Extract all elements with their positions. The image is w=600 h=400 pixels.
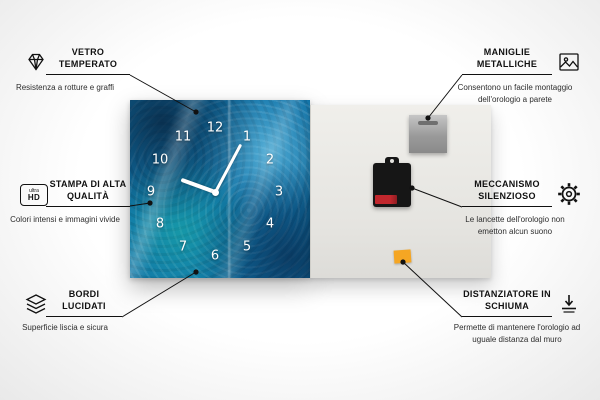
callout-title-vetro-temperato: VETRO TEMPERATO [46, 46, 130, 76]
callout-title-meccanismo-silenzioso: MECCANISMO SILENZIOSO [462, 178, 552, 208]
clock-hands-cap [211, 188, 219, 196]
callout-desc-bordi-lucidati: Superficie liscia e sicura [22, 323, 108, 332]
clock-number: 10 [151, 152, 169, 168]
clock-number: 11 [174, 129, 192, 145]
hanger-slot [418, 121, 438, 125]
clock-number: 9 [146, 184, 156, 200]
callout-desc-maniglie-metalliche: Consentono un facile montaggio dell'orol… [457, 83, 573, 104]
callout-title-stampa-alta-qualita: STAMPA DI ALTA QUALITÀ [46, 178, 130, 208]
callout-desc-stampa-alta-qualita: Colori intensi e immagini vivide [10, 215, 120, 224]
layers-icon [24, 292, 48, 321]
clock-number: 3 [274, 184, 284, 200]
ultra-hd-icon-text-bottom: HD [27, 192, 41, 202]
callout-title-maniglie-metalliche: MANIGLIE METALLICHE [462, 46, 552, 76]
callout-title-bordi-lucidati: BORDI LUCIDATI [46, 288, 122, 318]
clock-number: 1 [242, 129, 252, 145]
callout-desc-distanziatore-schiuma: Permette di mantenere l'orologio ad ugua… [453, 323, 581, 344]
clock-number: 8 [155, 216, 165, 232]
clock-front-panel: 12 1 2 3 4 5 6 7 8 9 10 11 [130, 100, 310, 278]
callout-desc-vetro-temperato: Resistenza a rotture e graffi [15, 83, 115, 92]
ultra-hd-icon-text-top: ultra [29, 187, 39, 194]
picture-frame-icon [557, 50, 581, 79]
foam-spacer [393, 249, 412, 264]
gear-icon [556, 181, 582, 212]
metal-hanger-plate [409, 115, 447, 153]
clock-number: 12 [206, 120, 224, 136]
callout-desc-meccanismo-silenzioso: Le lancette dell'orologio non emetton al… [465, 215, 565, 236]
clock-mechanism [373, 157, 411, 207]
clock-number: 4 [265, 216, 275, 232]
clock-number: 7 [178, 239, 188, 255]
callout-title-distanziatore-schiuma: DISTANZIATORE IN SCHIUMA [462, 288, 552, 318]
ultra-hd-icon: ultra HD [20, 184, 48, 206]
down-arrow-icon [557, 292, 581, 321]
clock-number: 2 [265, 152, 275, 168]
mechanism-hanging-hook [385, 157, 399, 165]
mechanism-battery [375, 195, 397, 204]
clock-number: 5 [242, 239, 252, 255]
callout-line-bordi [121, 271, 197, 318]
minute-hand [213, 143, 242, 193]
diamond-icon [24, 50, 48, 79]
clock-number: 6 [210, 248, 220, 264]
hour-hand [180, 177, 216, 194]
